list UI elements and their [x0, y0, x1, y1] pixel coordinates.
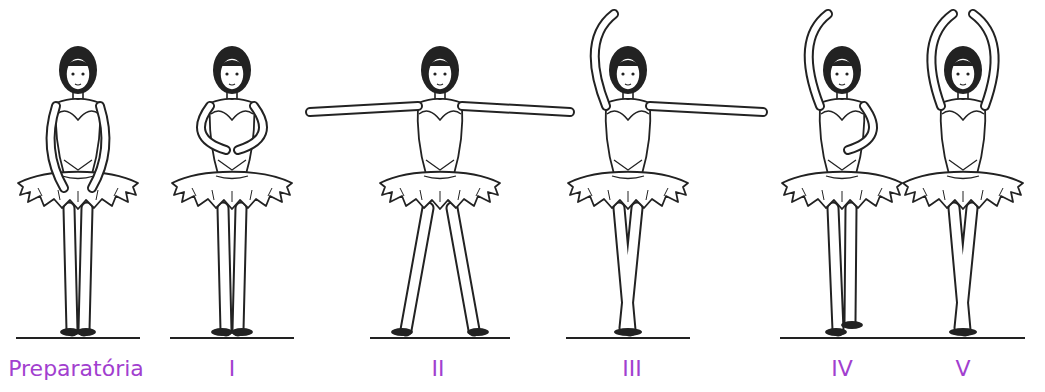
- ballerina-figure: [310, 46, 570, 338]
- ballerina-figure: [566, 14, 763, 338]
- ballerina-figure: [780, 14, 904, 338]
- position-label: V: [955, 356, 970, 382]
- ballerina-figure: [170, 46, 294, 338]
- position-label: IV: [831, 356, 853, 382]
- position-label: III: [622, 356, 641, 382]
- ballerina-figure: [901, 14, 1025, 338]
- ballerina-figure: [16, 46, 140, 338]
- position-label: II: [432, 356, 445, 382]
- position-label: Preparatória: [8, 356, 144, 382]
- position-label: I: [229, 356, 236, 382]
